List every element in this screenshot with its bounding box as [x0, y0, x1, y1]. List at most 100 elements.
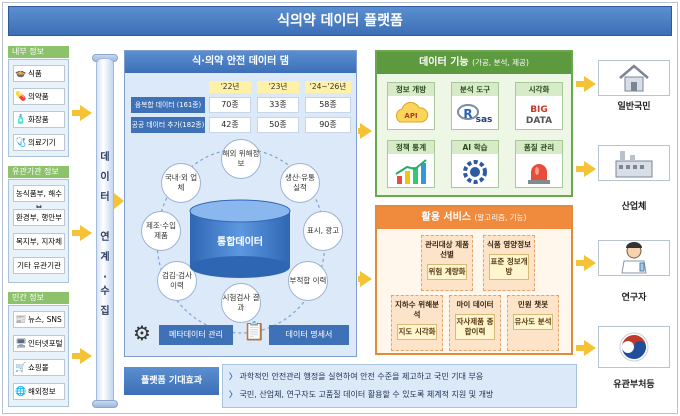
private-info-group: 📰뉴스, SNS 🖥인터넷포털 🛒쇼핑몰 🌐해외정보 — [8, 305, 69, 407]
arrow-right-icon — [80, 105, 92, 121]
svg-text:API: API — [404, 112, 417, 120]
clipboard-icon: 📋 — [243, 321, 266, 342]
cycle-node: 국내·외 업체 — [161, 163, 201, 203]
service-card: 민원 챗봇 유사도 분석 — [507, 295, 559, 351]
service-badge: 지도 시각화 — [397, 324, 437, 340]
factory-icon — [615, 151, 653, 178]
svg-text:R: R — [463, 107, 472, 121]
table-cell: 58종 — [305, 97, 351, 113]
service-badge: 유사도 분석 — [513, 314, 553, 330]
service-badge: 자사제품 종합이력 — [455, 314, 495, 340]
private-info-header: 민간 정보 — [8, 292, 69, 304]
data-functions-title: 데이터 기능 (가공, 분석, 제공) — [377, 52, 571, 74]
arrow-right-icon — [360, 123, 372, 139]
year-header: '24~'26년 — [305, 81, 351, 93]
user-label: 산업체 — [621, 202, 647, 212]
cycle-node: 생산·유통 실적 — [280, 163, 320, 203]
dam-title: 식·의약 안전 데이터 댐 — [125, 51, 356, 73]
cycle-node: 표시, 광고 — [303, 211, 343, 251]
year-header: '23년 — [257, 81, 299, 93]
user-label: 연구자 — [621, 293, 647, 303]
row-label: 융복합 데이터 (161종) — [131, 97, 205, 113]
platform-effect-box: 〉 과학적인 안전관리 행정을 실현하여 안전 수준을 제고하고 국민 기대 부… — [222, 364, 577, 408]
function-open-data: 정보 개방 API — [387, 82, 435, 130]
arrow-right-icon — [80, 348, 92, 364]
svg-text:BIG: BIG — [530, 105, 548, 115]
data-dam-panel: 식·의약 안전 데이터 댐 '22년 '23년 '24~'26년 융복합 데이터… — [124, 50, 357, 357]
table-cell: 90종 — [305, 117, 351, 133]
arrow-right-icon — [584, 255, 596, 271]
table-cell: 50종 — [257, 117, 299, 133]
chart-icon — [388, 156, 434, 188]
taegeuk-icon — [619, 332, 649, 362]
arrow-right-icon — [584, 340, 596, 356]
cycle-node: 해외 위해정보 — [221, 139, 261, 179]
internal-info-header: 내부 정보 — [8, 46, 69, 58]
researcher-icon — [621, 242, 647, 274]
function-quality-control: 품질 관리 — [515, 140, 563, 188]
arrow-right-icon — [584, 76, 596, 92]
source-item-food: 🍲식품 — [13, 65, 65, 82]
arrow-right-icon — [80, 225, 92, 241]
gear-icon: ⚙ — [133, 321, 151, 345]
cycle-node: 제조·수입 제품 — [141, 211, 181, 251]
user-label: 유관부처등 — [613, 380, 655, 390]
cycle-node: 부적합 이력 — [288, 261, 328, 301]
effect-line: 〉 국민, 산업체, 연구자도 고품질 데이터 활용할 수 있도록 체계적 지원… — [229, 390, 494, 399]
cosmetics-icon: 🧴 — [15, 115, 27, 125]
brain-gear-icon — [452, 156, 498, 188]
arrow-stem — [576, 166, 584, 172]
news-icon: 📰 — [15, 315, 27, 325]
arrow-right-icon — [584, 161, 596, 177]
arrow-stem — [576, 345, 584, 351]
function-policy-stats: 정책 통계 — [387, 140, 435, 188]
data-spec-button: 데이터 명세서 — [269, 325, 349, 345]
service-card: 마이 데이터 자사제품 종합이력 — [449, 295, 501, 351]
metadata-management-button: 메타데이터 관리 — [159, 325, 233, 345]
arrow-stem — [576, 81, 584, 87]
source-item-other: 기타 유관기관 — [13, 257, 65, 274]
user-industry — [598, 145, 670, 181]
arrow-stem — [72, 353, 80, 359]
user-researcher — [598, 240, 670, 276]
chevron-right-icon: 〉 — [229, 390, 237, 399]
service-badge: 위험 계량화 — [427, 264, 467, 280]
arrow-right-icon — [360, 271, 372, 287]
database-icon — [189, 199, 291, 278]
siren-icon — [516, 156, 562, 188]
api-icon: API — [388, 98, 434, 130]
source-item-welfare: 복지부, 지자체 — [13, 233, 65, 250]
source-item-shopping: 🛒쇼핑몰 — [13, 359, 65, 376]
source-item-medical-device: 🩺의료기기 — [13, 134, 65, 151]
integrated-data-label: 통합데이터 — [217, 237, 263, 248]
table-cell: 33종 — [257, 97, 299, 113]
portal-icon: 🖥 — [15, 339, 27, 349]
year-header: '22년 — [209, 81, 251, 93]
pipe-cap-bottom — [92, 400, 118, 408]
source-item-cosmetics: 🧴화장품 — [13, 111, 65, 128]
arrow-right-icon — [114, 193, 124, 209]
table-cell: 70종 — [209, 97, 251, 113]
svg-text:sas: sas — [476, 115, 493, 125]
house-icon — [619, 64, 649, 92]
source-item-env: 환경부, 행안부 — [13, 209, 65, 226]
services-title: 활용 서비스 (알고리즘, 기능) — [377, 207, 571, 229]
medical-device-icon: 🩺 — [15, 138, 27, 148]
related-org-group: 농식품부, 해수부 환경부, 행안부 복지부, 지자체 기타 유관기관 — [8, 179, 69, 283]
effect-line: 〉 과학적인 안전관리 행정을 실현하여 안전 수준을 제고하고 국민 기대 부… — [229, 372, 484, 381]
arrow-stem — [72, 230, 80, 236]
services-panel: 활용 서비스 (알고리즘, 기능) 관리대상 제품선별 위험 계량화 식품 영양… — [375, 205, 573, 355]
user-public — [598, 60, 670, 96]
related-org-header: 유관기관 정보 — [8, 166, 69, 178]
source-item-medicine: 💊의약품 — [13, 88, 65, 105]
source-item-portal: 🖥인터넷포털 — [13, 335, 65, 352]
user-ministries — [598, 326, 670, 368]
row-label: 공공 데이터 추가(182종) — [131, 117, 205, 133]
source-item-news: 📰뉴스, SNS — [13, 311, 65, 328]
medicine-icon: 💊 — [15, 92, 27, 102]
